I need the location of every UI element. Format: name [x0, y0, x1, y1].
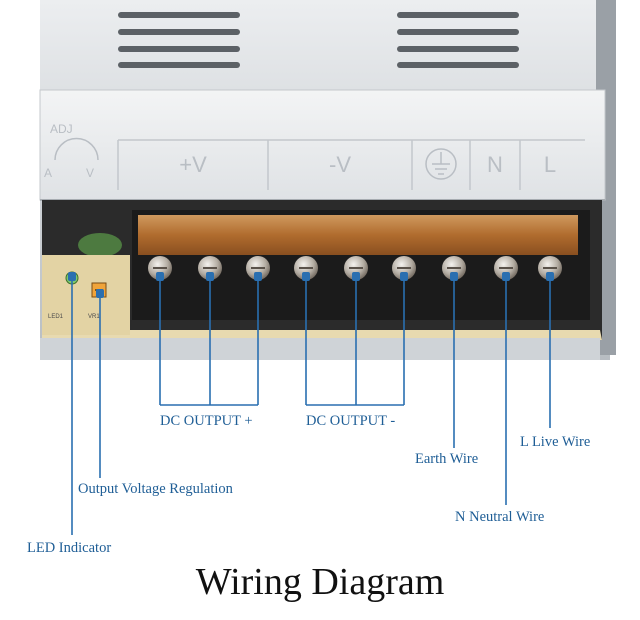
label-output-voltage-regulation: Output Voltage Regulation	[78, 481, 233, 497]
leader-lines	[71, 278, 551, 535]
wire-marker-5	[352, 272, 360, 281]
adj-a-label: A	[44, 166, 52, 180]
wire-marker-4	[302, 272, 310, 281]
ground-symbol-icon	[425, 148, 457, 180]
label-led-indicator: LED Indicator	[27, 540, 112, 556]
terminal-screws	[148, 256, 562, 280]
capacitor	[78, 233, 122, 257]
wire-marker-2	[206, 272, 214, 281]
wire-marker-6	[400, 272, 408, 281]
wire-marker-8	[502, 272, 510, 281]
case-bottom-lip	[40, 338, 600, 360]
front-face-panel	[39, 89, 606, 201]
terminal-silk-dividers	[117, 139, 585, 190]
label-dc-output-minus: DC OUTPUT -	[306, 413, 396, 429]
silk-plus-v: +V	[179, 152, 207, 177]
label-dc-output-plus: DC OUTPUT +	[160, 413, 253, 429]
wire-marker-3	[254, 272, 262, 281]
wire-marker-7	[450, 272, 458, 281]
wire-marker-9	[546, 272, 554, 281]
leader-dc-minus	[305, 278, 405, 406]
label-l-live-wire: L Live Wire	[520, 434, 591, 450]
label-n-neutral-wire: N Neutral Wire	[455, 509, 545, 525]
label-earth-wire: Earth Wire	[415, 451, 479, 467]
leader-dots	[68, 272, 554, 298]
amber-terminal-cover	[138, 215, 578, 255]
silk-n: N	[487, 152, 503, 177]
silk-minus-v: -V	[329, 152, 351, 177]
top-vents	[118, 12, 519, 68]
diagram-title: Wiring Diagram	[195, 561, 445, 603]
adj-v-label: V	[86, 166, 94, 180]
wire-marker-1	[156, 272, 164, 281]
wire-marker-10	[96, 289, 104, 298]
silk-l: L	[544, 152, 556, 177]
leader-dc-plus	[159, 278, 259, 406]
pcb-mark-vr: VR1	[88, 314, 100, 320]
adj-silk-label: ADJ	[50, 122, 73, 136]
adj-arc	[54, 137, 99, 161]
wire-marker-11	[68, 272, 76, 281]
pcb-mark-led: LED1	[48, 314, 64, 320]
